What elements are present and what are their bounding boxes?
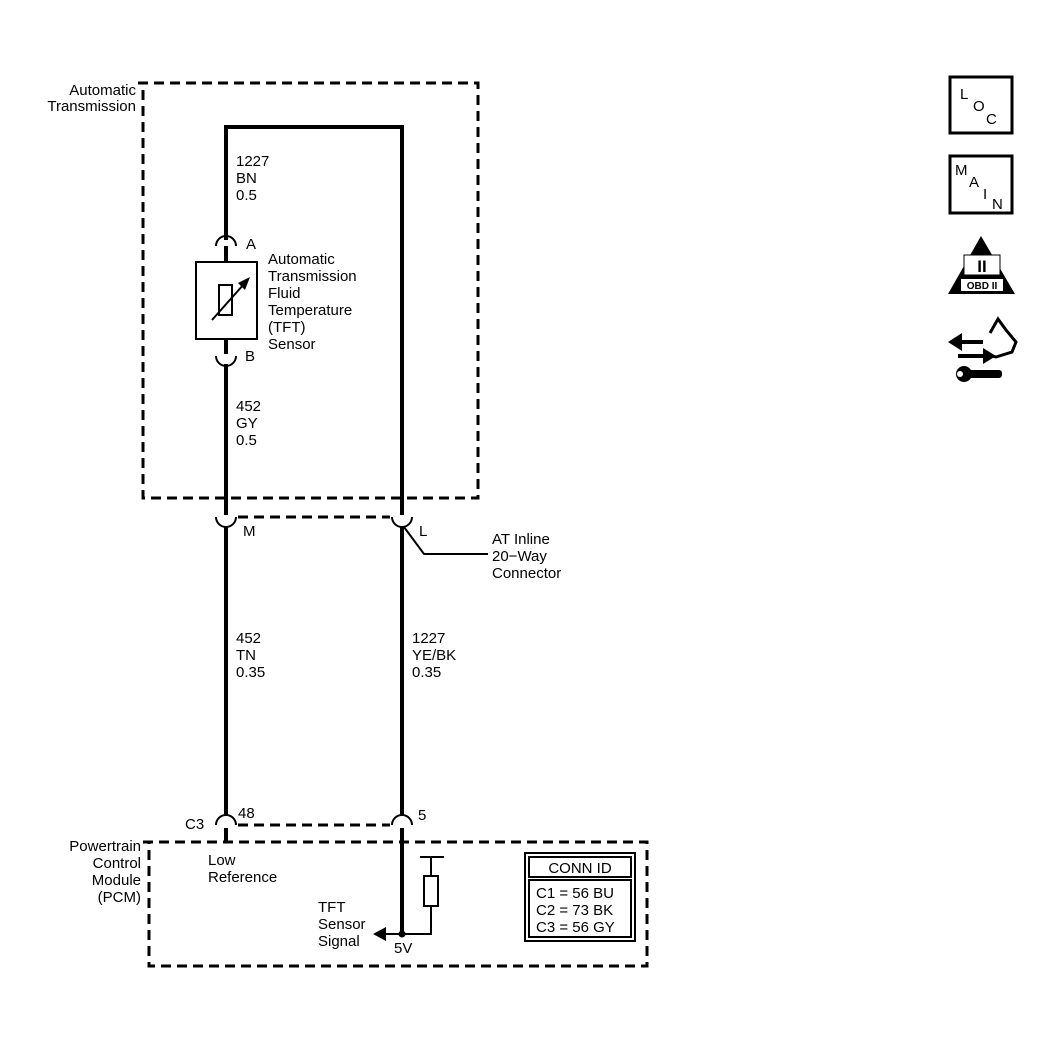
svg-text:OBD II: OBD II — [967, 281, 998, 292]
svg-text:M: M — [955, 162, 968, 179]
wire-right-lower-size: 0.35 — [412, 664, 441, 681]
pcm-pin-left-label: 48 — [238, 805, 255, 822]
variable-arrow-icon — [211, 283, 245, 321]
wire-left-lower-size: 0.35 — [236, 664, 265, 681]
loc-icon[interactable]: L O C — [948, 75, 1014, 135]
pcm-label-line3: Module — [92, 872, 141, 889]
wire-right-lower-circuit: 1227 — [412, 630, 445, 647]
pcm-label-line2: Control — [93, 855, 141, 872]
sensor-name-line2: Transmission — [268, 268, 357, 285]
pullup-resistor-icon — [423, 875, 439, 907]
pcm-boundary-box — [143, 840, 649, 968]
signal-label-line2: Sensor — [318, 916, 366, 933]
wire-right-lower-color: YE/BK — [412, 647, 456, 664]
inline-connector-line3: Connector — [492, 565, 561, 582]
signal-label-line3: Signal — [318, 933, 360, 950]
low-reference-line2: Reference — [208, 869, 277, 886]
svg-text:C: C — [986, 111, 997, 128]
wire-1227-bn — [224, 125, 404, 515]
at-label-line2: Transmission — [47, 98, 136, 115]
svg-text:O: O — [973, 98, 985, 115]
sensor-pin-a-label: A — [246, 236, 256, 253]
pcm-label-line1: Powertrain — [69, 838, 141, 855]
wire-top-circuit: 1227 — [236, 153, 269, 170]
sensor-name-line5: (TFT) — [268, 319, 305, 336]
wire-top-color: BN — [236, 170, 257, 187]
pcm-pin-48-arc — [215, 814, 237, 826]
pcm-pin-5-arc — [391, 814, 413, 826]
inline-connector-line2: 20−Way — [492, 548, 547, 565]
inline-pin-m-arc — [215, 516, 237, 528]
signal-label-line1: TFT — [318, 899, 346, 916]
sensor-name-line4: Temperature — [268, 302, 352, 319]
at-label-line1: Automatic — [69, 82, 136, 99]
svg-text:A: A — [969, 174, 979, 191]
inline-connector-line1: AT Inline — [492, 531, 550, 548]
main-icon[interactable]: M A I N — [948, 154, 1014, 215]
inline-pin-m-label: M — [243, 523, 256, 540]
wire-sensor-bottom-color: GY — [236, 415, 258, 432]
svg-text:N: N — [992, 196, 1003, 213]
conn-id-c3: C3 = 56 GY — [536, 919, 615, 936]
pcm-label-line4: (PCM) — [98, 889, 141, 906]
wire-sensor-bottom-circuit: 452 — [236, 398, 261, 415]
sensor-name-line6: Sensor — [268, 336, 316, 353]
sensor-pin-b-label: B — [245, 348, 255, 365]
pcm-pin-right-label: 5 — [418, 807, 426, 824]
sensor-pin-a-arc — [215, 235, 237, 247]
sensor-name-line1: Automatic — [268, 251, 335, 268]
obd-ii-icon[interactable]: II OBD II — [948, 236, 1015, 294]
svg-text:I: I — [983, 186, 987, 203]
wire-sensor-bottom-size: 0.5 — [236, 432, 257, 449]
wire-left-lower-circuit: 452 — [236, 630, 261, 647]
voltage-label: 5V — [394, 940, 412, 957]
low-reference-line1: Low — [208, 852, 236, 869]
wire-top-size: 0.5 — [236, 187, 257, 204]
inline-connector-leader — [403, 526, 488, 555]
svg-text:L: L — [960, 86, 968, 103]
pcm-connector-name: C3 — [185, 816, 204, 833]
at-boundary-box — [138, 81, 480, 500]
conn-id-c1: C1 = 56 BU — [536, 885, 614, 902]
conn-id-header: CONN ID — [548, 860, 612, 877]
signal-arrow-icon — [373, 927, 386, 941]
wire-left-lower-color: TN — [236, 647, 256, 664]
sensor-name-line3: Fluid — [268, 285, 301, 302]
conn-id-c2: C2 = 73 BK — [536, 902, 613, 919]
svg-text:II: II — [977, 257, 986, 276]
conn-id-table: CONN ID C1 = 56 BU C2 = 73 BK C3 = 56 GY — [524, 852, 636, 942]
inline-pin-l-arc — [391, 516, 413, 528]
diagnostic-tool-icon[interactable] — [948, 316, 1018, 382]
inline-pin-l-label: L — [419, 523, 427, 540]
